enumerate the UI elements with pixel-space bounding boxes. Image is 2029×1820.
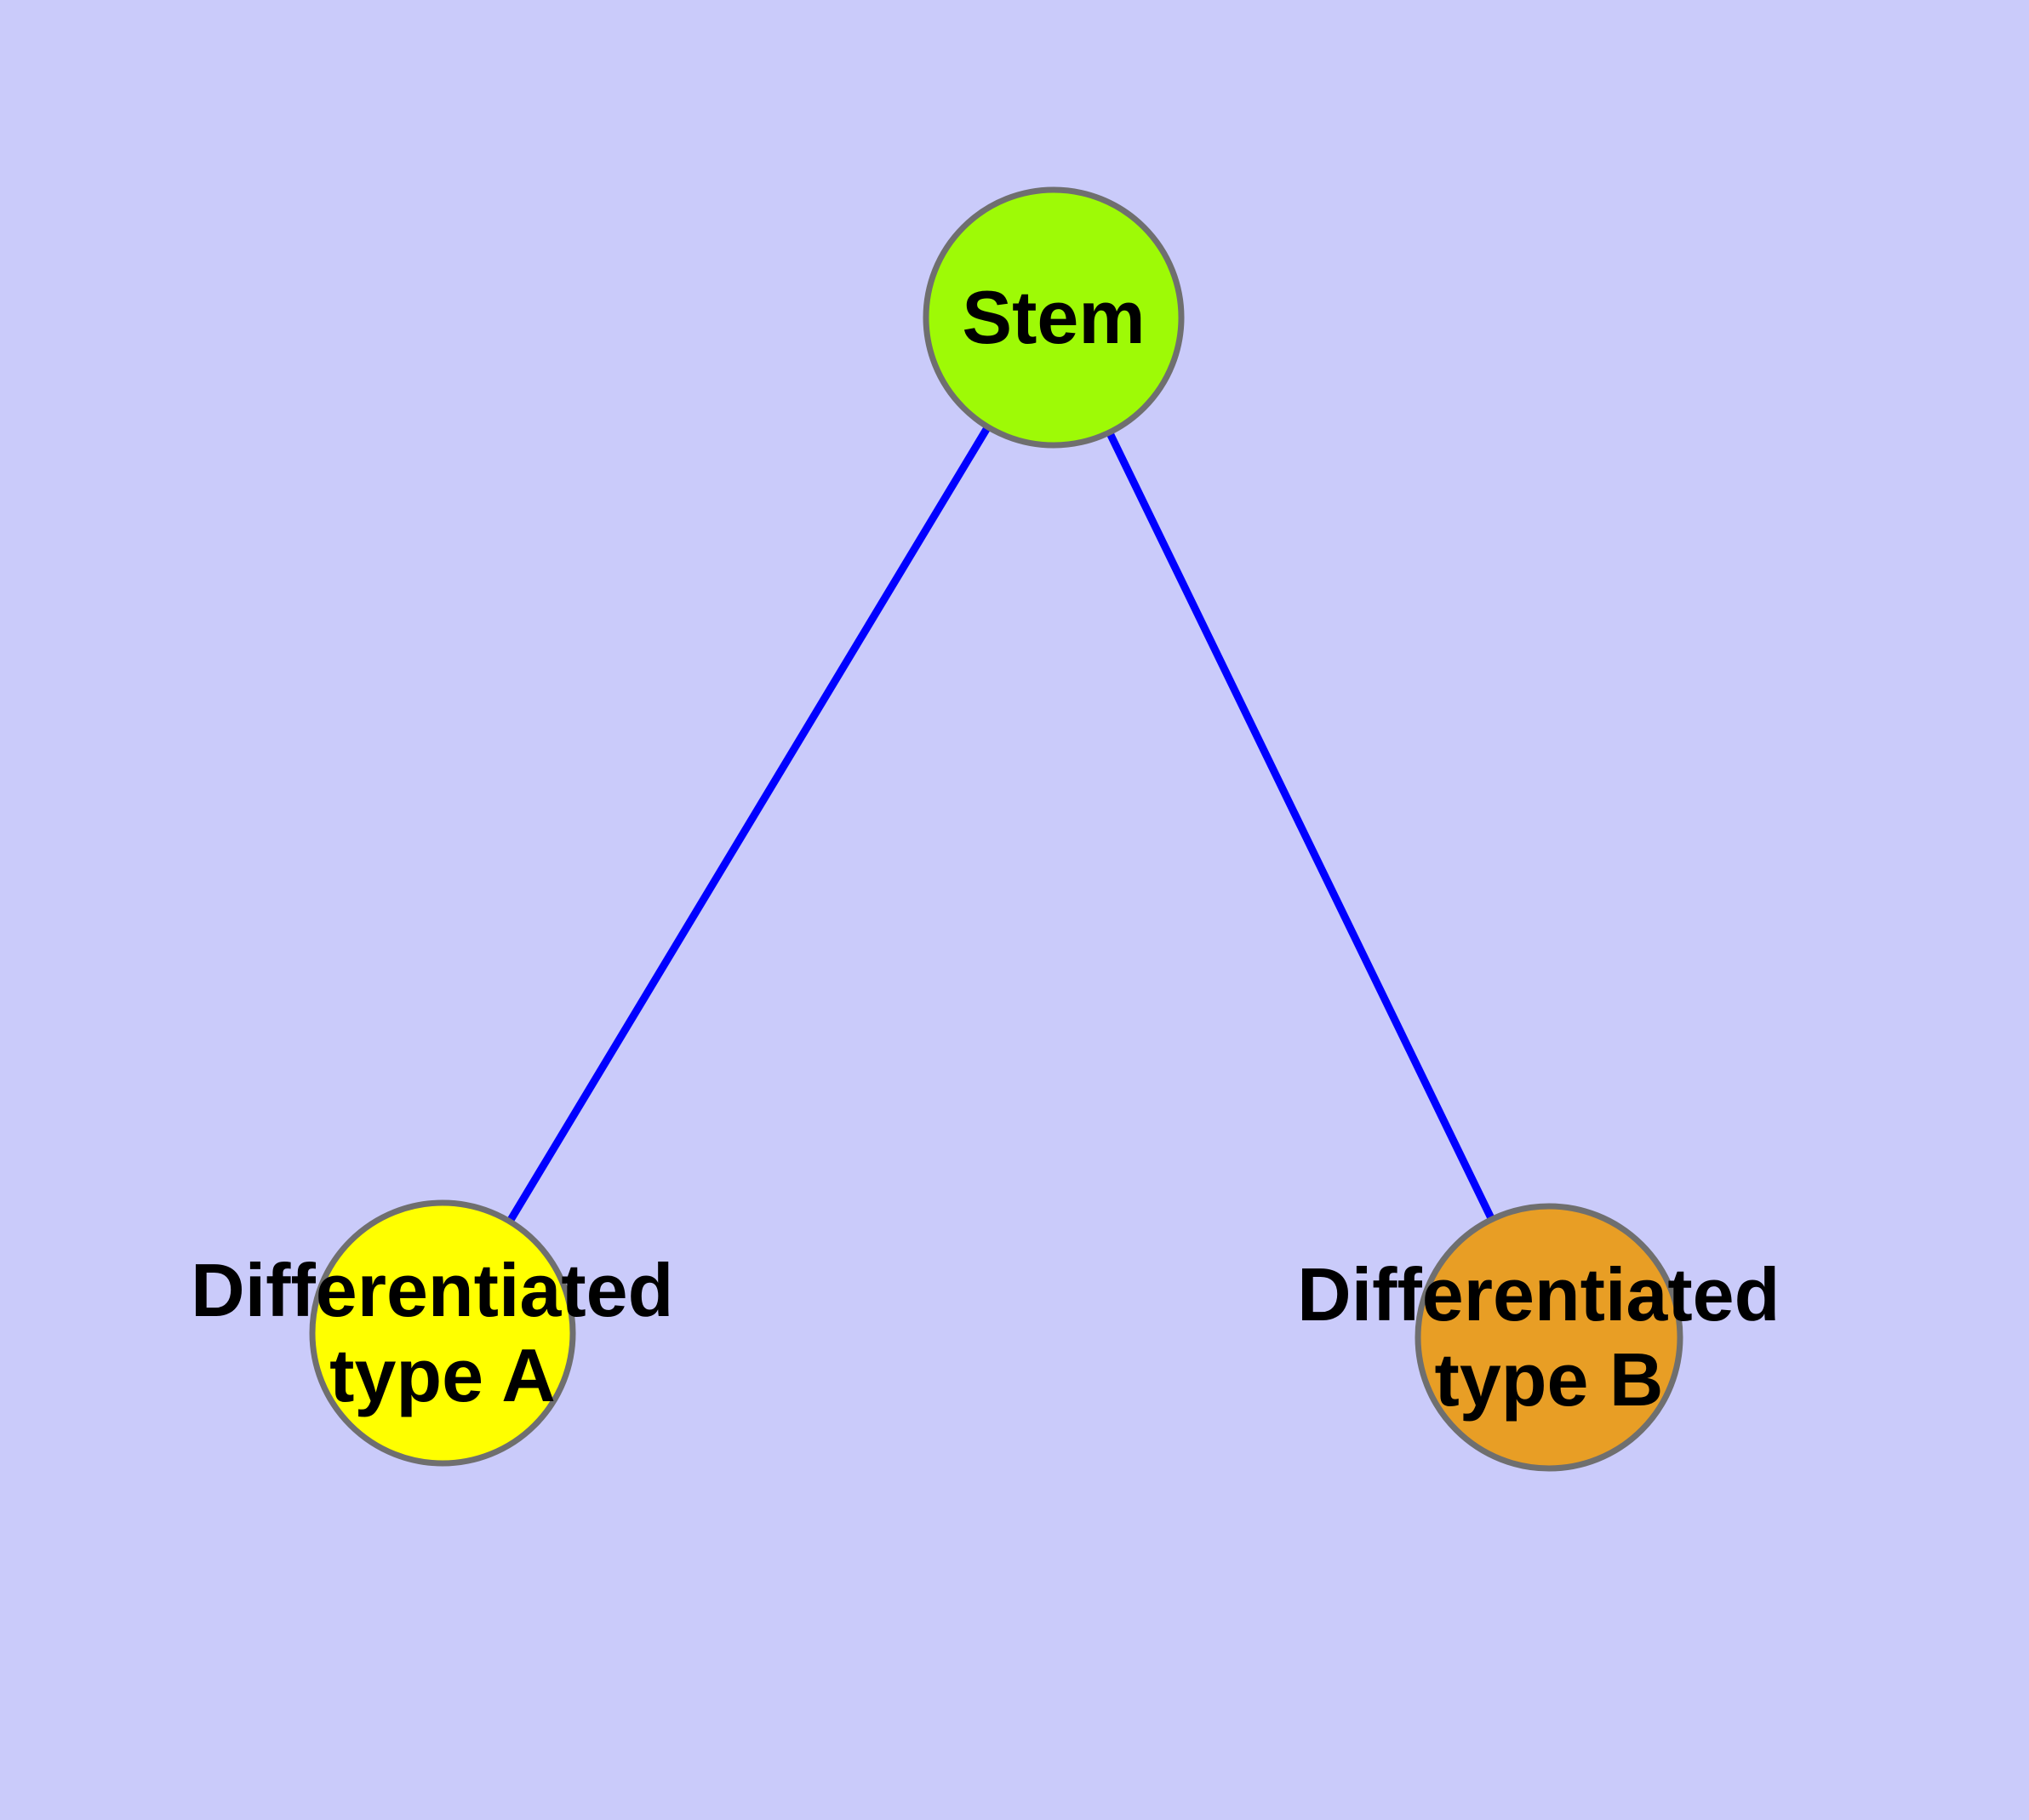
edge-stem-to-differentiated-type-b[interactable] — [1049, 316, 1553, 1339]
node-differentiated-type-b-label-line-1: Differentiated — [1297, 1252, 1780, 1336]
node-stem-label: Stem — [962, 275, 1145, 359]
nodes-group — [309, 186, 1683, 1472]
node-differentiated-type-a-label: Differentiated type A — [191, 1248, 694, 1417]
edge-stem-to-differentiated-type-a[interactable] — [439, 315, 1057, 1336]
node-differentiated-type-a[interactable] — [309, 1199, 576, 1467]
node-differentiated-type-b-label-line-2: type B — [1435, 1337, 1664, 1422]
edges-group — [439, 315, 1553, 1339]
node-differentiated-type-a-label-line-1: Differentiated — [191, 1248, 673, 1332]
labels-group: Stem Differentiated type A Differentiate… — [191, 275, 1801, 1422]
node-differentiated-type-b-label: Differentiated type B — [1297, 1252, 1801, 1422]
node-differentiated-type-b[interactable] — [1415, 1203, 1683, 1472]
node-stem-label-line-1: Stem — [962, 275, 1145, 359]
node-differentiated-type-a-label-line-2: type A — [329, 1333, 556, 1417]
node-stem[interactable] — [923, 186, 1185, 449]
